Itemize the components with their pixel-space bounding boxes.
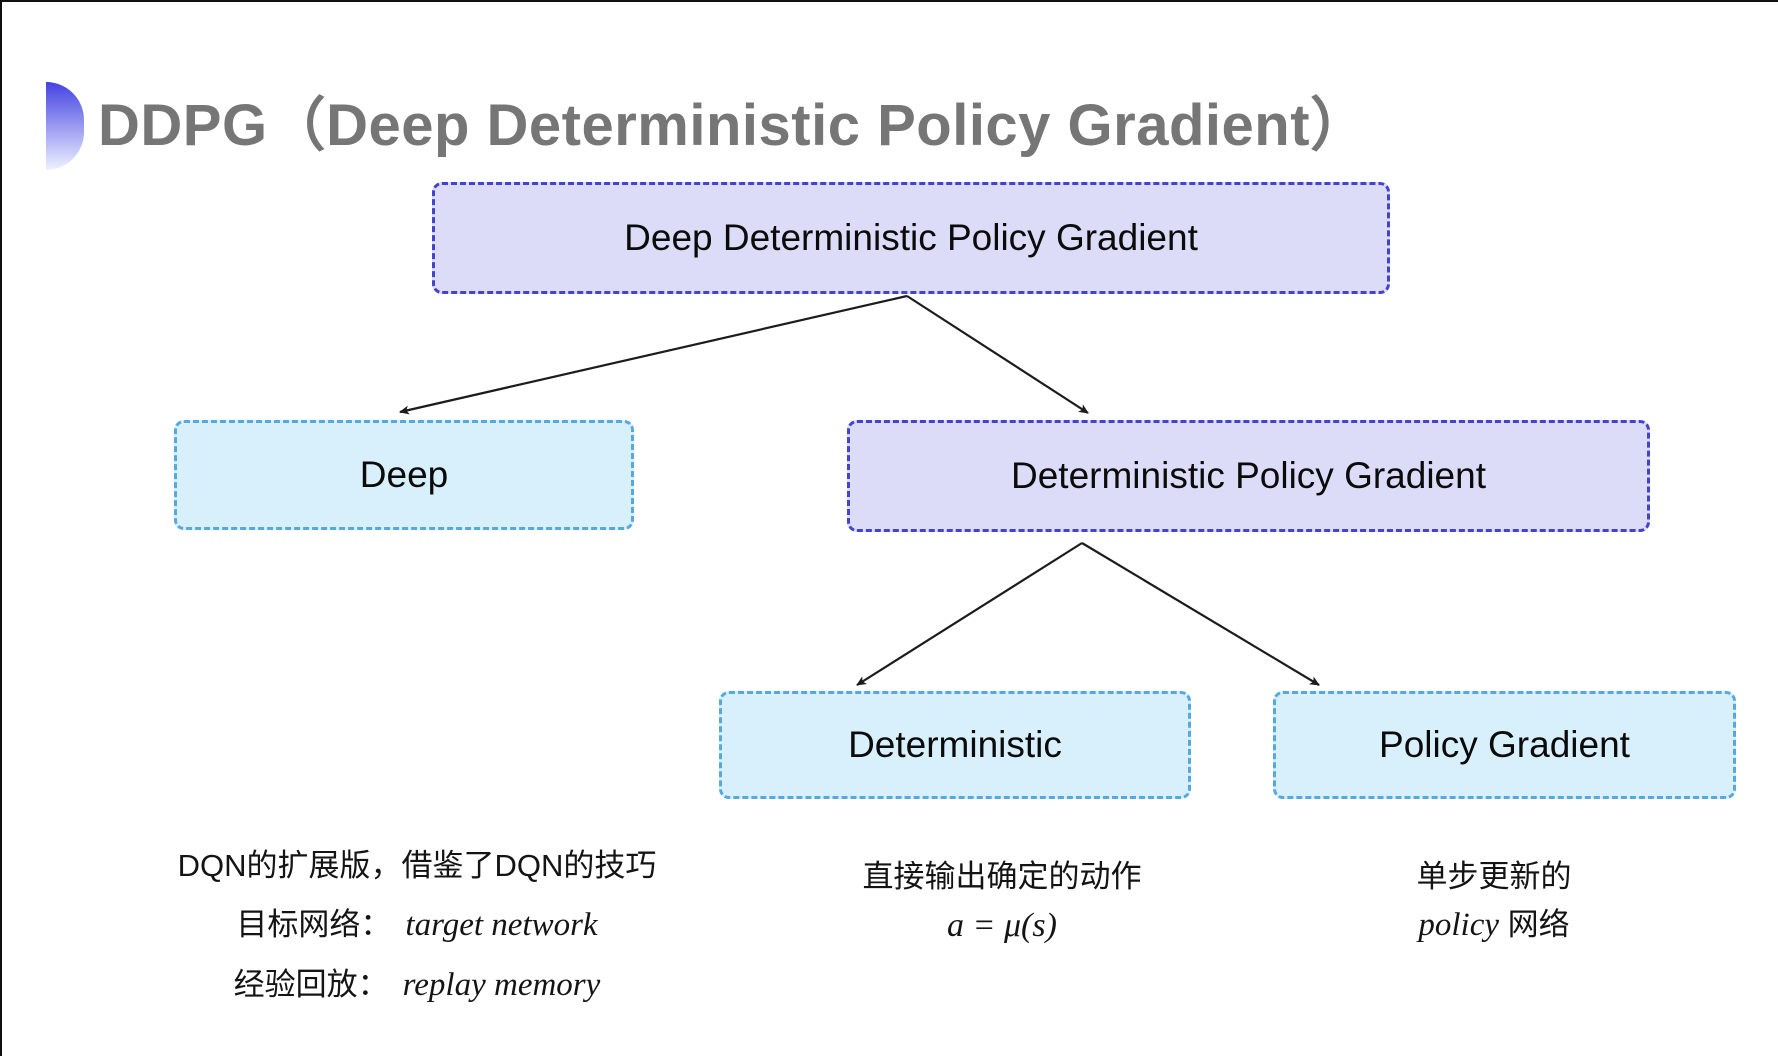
arrow-dpg-to-deterministic: [856, 542, 1083, 686]
note-deep: DQN的扩展版，借鉴了DQN的技巧 目标网络： target network 经验…: [117, 847, 717, 1025]
arrow-dpg-to-policy-gradient: [1081, 542, 1320, 686]
node-label: Policy Gradient: [1379, 724, 1630, 765]
note-line-dqn: DQN的扩展版，借鉴了DQN的技巧: [177, 848, 657, 883]
note-line-target-network: 目标网络： target network: [117, 905, 717, 946]
node-deterministic-policy-gradient: Deterministic Policy Gradient: [847, 420, 1650, 532]
note-policy-gradient: 单步更新的 policy 网络: [1279, 858, 1709, 954]
note-line-update: 单步更新的: [1416, 859, 1572, 894]
node-policy-gradient: Policy Gradient: [1273, 691, 1736, 799]
note-line-replay-memory: 经验回放： replay memory: [117, 965, 717, 1006]
note-formula: a = μ(s): [947, 906, 1057, 944]
arrow-root-to-deep: [399, 294, 908, 415]
note-term: target network: [405, 906, 598, 943]
node-deep: Deep: [174, 420, 634, 530]
note-line-action: 直接输出确定的动作: [862, 859, 1142, 894]
note-term: replay memory: [402, 967, 601, 1003]
node-label: Deep Deterministic Policy Gradient: [624, 217, 1198, 258]
note-line-policy-network: policy 网络: [1279, 905, 1709, 946]
node-label: Deterministic: [848, 724, 1062, 765]
arrow-root-to-dpg: [906, 295, 1089, 414]
note-deterministic: 直接输出确定的动作 a = μ(s): [787, 858, 1217, 955]
note-label: 经验回放：: [233, 967, 389, 1002]
note-label: 网络: [1499, 906, 1570, 942]
node-deterministic: Deterministic: [719, 691, 1191, 799]
node-deep-deterministic-policy-gradient: Deep Deterministic Policy Gradient: [432, 182, 1390, 294]
note-term: policy: [1418, 906, 1499, 943]
note-label: 目标网络：: [236, 906, 392, 942]
node-label: Deep: [359, 454, 449, 495]
page-title: DDPG（Deep Deterministic Policy Gradient）: [98, 93, 1369, 158]
node-label: Deterministic Policy Gradient: [1011, 455, 1486, 496]
accent-semicircle-icon: [46, 82, 84, 170]
